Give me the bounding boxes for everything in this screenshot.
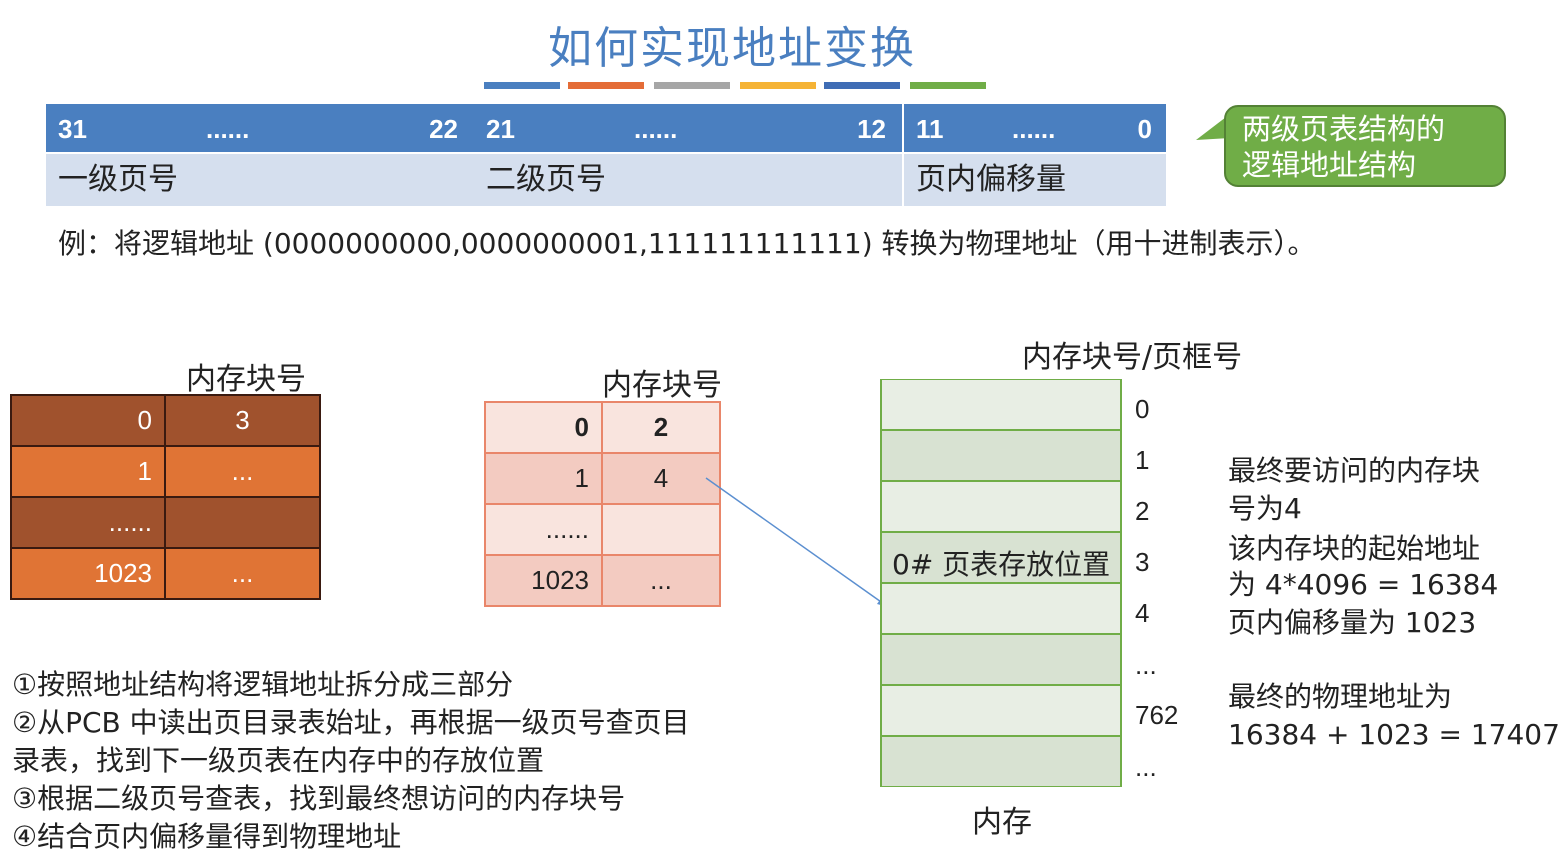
table-row: ...... [10,496,321,549]
page-table-caption: 内存块号 [602,368,722,403]
memory-label: 内存 [972,805,1032,840]
table-cell: 1 [484,452,603,505]
table-cell: 2 [601,401,721,454]
step-line: ②从PCB 中读出页目录表始址，再根据一级页号查页目 [12,706,690,739]
field-label: 一级页号 [46,154,474,206]
page-table-location-label: 0# 页表存放位置 [892,548,1111,581]
color-bar-4 [740,82,816,89]
page-offset-field: 11 ...... 0 页内偏移量 [904,104,1166,206]
table-cell: 1023 [10,547,166,600]
memory-caption: 内存块号/页框号 [1022,340,1243,375]
page-directory-table: 0 3 1 ... ...... 1023 ... [10,394,321,600]
table-cell: 1023 [484,554,603,607]
table-row: 1023 ... [484,554,721,607]
memory-block [880,430,1122,481]
note-line: 最终要访问的内存块 [1228,454,1481,487]
table-cell: 4 [601,452,721,505]
table-cell [164,496,321,549]
table-row: 0 3 [10,394,321,447]
logical-address-structure: 31 ...... 22 一级页号 21 ...... 12 二级页号 11 .… [46,104,1166,206]
memory-block: 0# 页表存放位置 [880,532,1122,583]
table-cell: 3 [164,394,321,447]
memory-block [880,634,1122,685]
note-line: 该内存块的起始地址 [1228,532,1481,565]
callout-line1: 两级页表结构的 [1242,112,1446,146]
table-row: 1 4 [484,452,721,505]
bit-dots: ...... [1012,114,1056,144]
level1-page-number-field: 31 ...... 22 一级页号 [46,104,477,206]
table-cell: ... [601,554,721,607]
bit-high: 21 [486,114,515,144]
field-label: 页内偏移量 [904,154,1166,206]
step-line: ③根据二级页号查表，找到最终想访问的内存块号 [12,782,626,815]
bit-low: 22 [429,114,458,144]
bit-low: 0 [1137,114,1152,144]
step-line: ①按照地址结构将逻辑地址拆分成三部分 [12,668,514,701]
example-text: 例：将逻辑地址 (0000000000,0000000001,111111111… [58,227,1316,260]
bit-dots: ...... [634,114,678,144]
bit-high: 11 [916,114,944,144]
memory-index: ... [1135,752,1157,782]
note-line: 为 4*4096 = 16384 [1228,568,1499,601]
table-cell: 1 [10,445,166,498]
table-cell: ... [164,445,321,498]
memory-block [880,736,1122,787]
color-bar-5 [824,82,900,89]
step-line: ④结合页内偏移量得到物理地址 [12,820,402,853]
note-line: 最终的物理地址为 [1228,680,1453,713]
memory-blocks: 0# 页表存放位置 [880,379,1122,787]
table-cell: ...... [10,496,166,549]
memory-block [880,379,1122,430]
callout-pointer [1196,114,1230,140]
table-cell [601,503,721,556]
bit-high: 31 [58,114,87,144]
memory-index: 3 [1135,547,1150,577]
color-bar-1 [484,82,560,89]
callout-box: 两级页表结构的 逻辑地址结构 [1224,105,1506,187]
table-row: ...... [484,503,721,556]
page-title: 如何实现地址变换 [548,23,916,74]
memory-index: 1 [1135,445,1150,475]
page-directory-caption: 内存块号 [186,362,306,397]
table-cell: 0 [484,401,603,454]
step-line: 录表，找到下一级页表在内存中的存放位置 [12,744,545,777]
table-cell: 0 [10,394,166,447]
color-bar-2 [568,82,644,89]
table-row: 0 2 [484,401,721,454]
memory-index: 0 [1135,394,1150,424]
field-label: 二级页号 [474,154,902,206]
color-bar-6 [910,82,986,89]
table-row: 1 ... [10,445,321,498]
memory-block [880,685,1122,736]
memory-index: ... [1135,650,1157,680]
callout-line2: 逻辑地址结构 [1242,148,1417,182]
page-table: 0 2 1 4 ...... 1023 ... [484,401,721,607]
level2-page-number-field: 21 ...... 12 二级页号 [474,104,905,206]
steps-list: ①按照地址结构将逻辑地址拆分成三部分 ②从PCB 中读出页目录表始址，再根据一级… [12,666,690,856]
memory-block [880,481,1122,532]
memory-block [880,583,1122,634]
memory-index: 4 [1135,598,1150,628]
note-line: 页内偏移量为 1023 [1228,606,1477,639]
table-row: 1023 ... [10,547,321,600]
table-cell: ...... [484,503,603,556]
memory-index: 762 [1135,700,1179,730]
note-line: 号为4 [1228,492,1302,525]
bit-low: 12 [857,114,886,144]
bit-dots: ...... [206,114,250,144]
color-bar-3 [654,82,730,89]
memory-index: 2 [1135,496,1150,526]
note-line: 16384 + 1023 = 17407 [1228,718,1560,751]
table-cell: ... [164,547,321,600]
